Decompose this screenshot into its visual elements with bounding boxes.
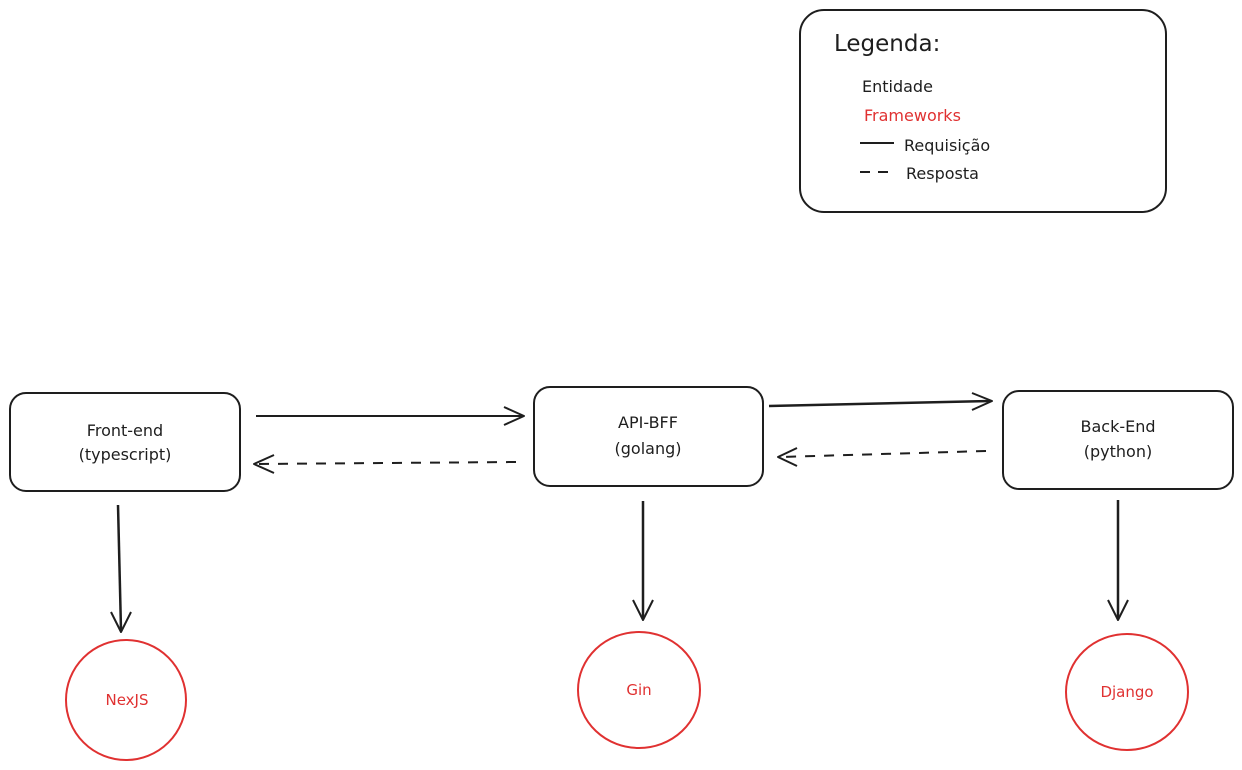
entity-backend-box xyxy=(1002,390,1234,490)
legend: Legenda: Entidade Frameworks Requisição … xyxy=(799,9,1167,213)
entity-frontend-name: Front-end xyxy=(87,421,163,440)
entity-backend: Back-End (python) xyxy=(1002,390,1234,490)
entity-api-lang: (golang) xyxy=(615,439,682,458)
legend-response-label: Resposta xyxy=(906,164,979,183)
entity-frontend: Front-end (typescript) xyxy=(9,392,241,492)
response-arrow-backend-to-api xyxy=(777,447,987,467)
legend-frameworks-label: Frameworks xyxy=(864,106,961,125)
entity-api: API-BFF (golang) xyxy=(533,386,764,487)
entity-backend-lang: (python) xyxy=(1084,442,1152,461)
framework-gin-circle xyxy=(577,631,701,749)
entity-frontend-lang: (typescript) xyxy=(79,445,172,464)
arrow-backend-to-framework xyxy=(1107,500,1129,621)
framework-nexjs-circle xyxy=(65,639,187,761)
legend-box xyxy=(799,9,1167,213)
arrow-api-to-framework xyxy=(632,501,654,621)
legend-title: Legenda: xyxy=(834,31,940,57)
request-arrow-frontend-to-api xyxy=(256,406,525,426)
legend-entity-label: Entidade xyxy=(862,77,933,96)
framework-django-circle xyxy=(1065,633,1189,751)
entity-api-name: API-BFF xyxy=(618,413,678,432)
framework-gin-label: Gin xyxy=(626,681,651,699)
legend-request-label: Requisição xyxy=(904,136,990,155)
framework-nexjs-label: NexJS xyxy=(105,691,148,709)
arrow-frontend-to-framework xyxy=(110,504,132,633)
request-arrow-api-to-backend xyxy=(768,392,993,411)
entity-frontend-box xyxy=(9,392,241,492)
framework-django-label: Django xyxy=(1100,683,1153,701)
response-arrow-api-to-frontend xyxy=(253,454,517,474)
framework-gin: Gin xyxy=(577,631,701,749)
framework-nexjs: NexJS xyxy=(65,639,187,761)
entity-api-box xyxy=(533,386,764,487)
framework-django: Django xyxy=(1065,633,1189,751)
entity-backend-name: Back-End xyxy=(1080,417,1155,436)
